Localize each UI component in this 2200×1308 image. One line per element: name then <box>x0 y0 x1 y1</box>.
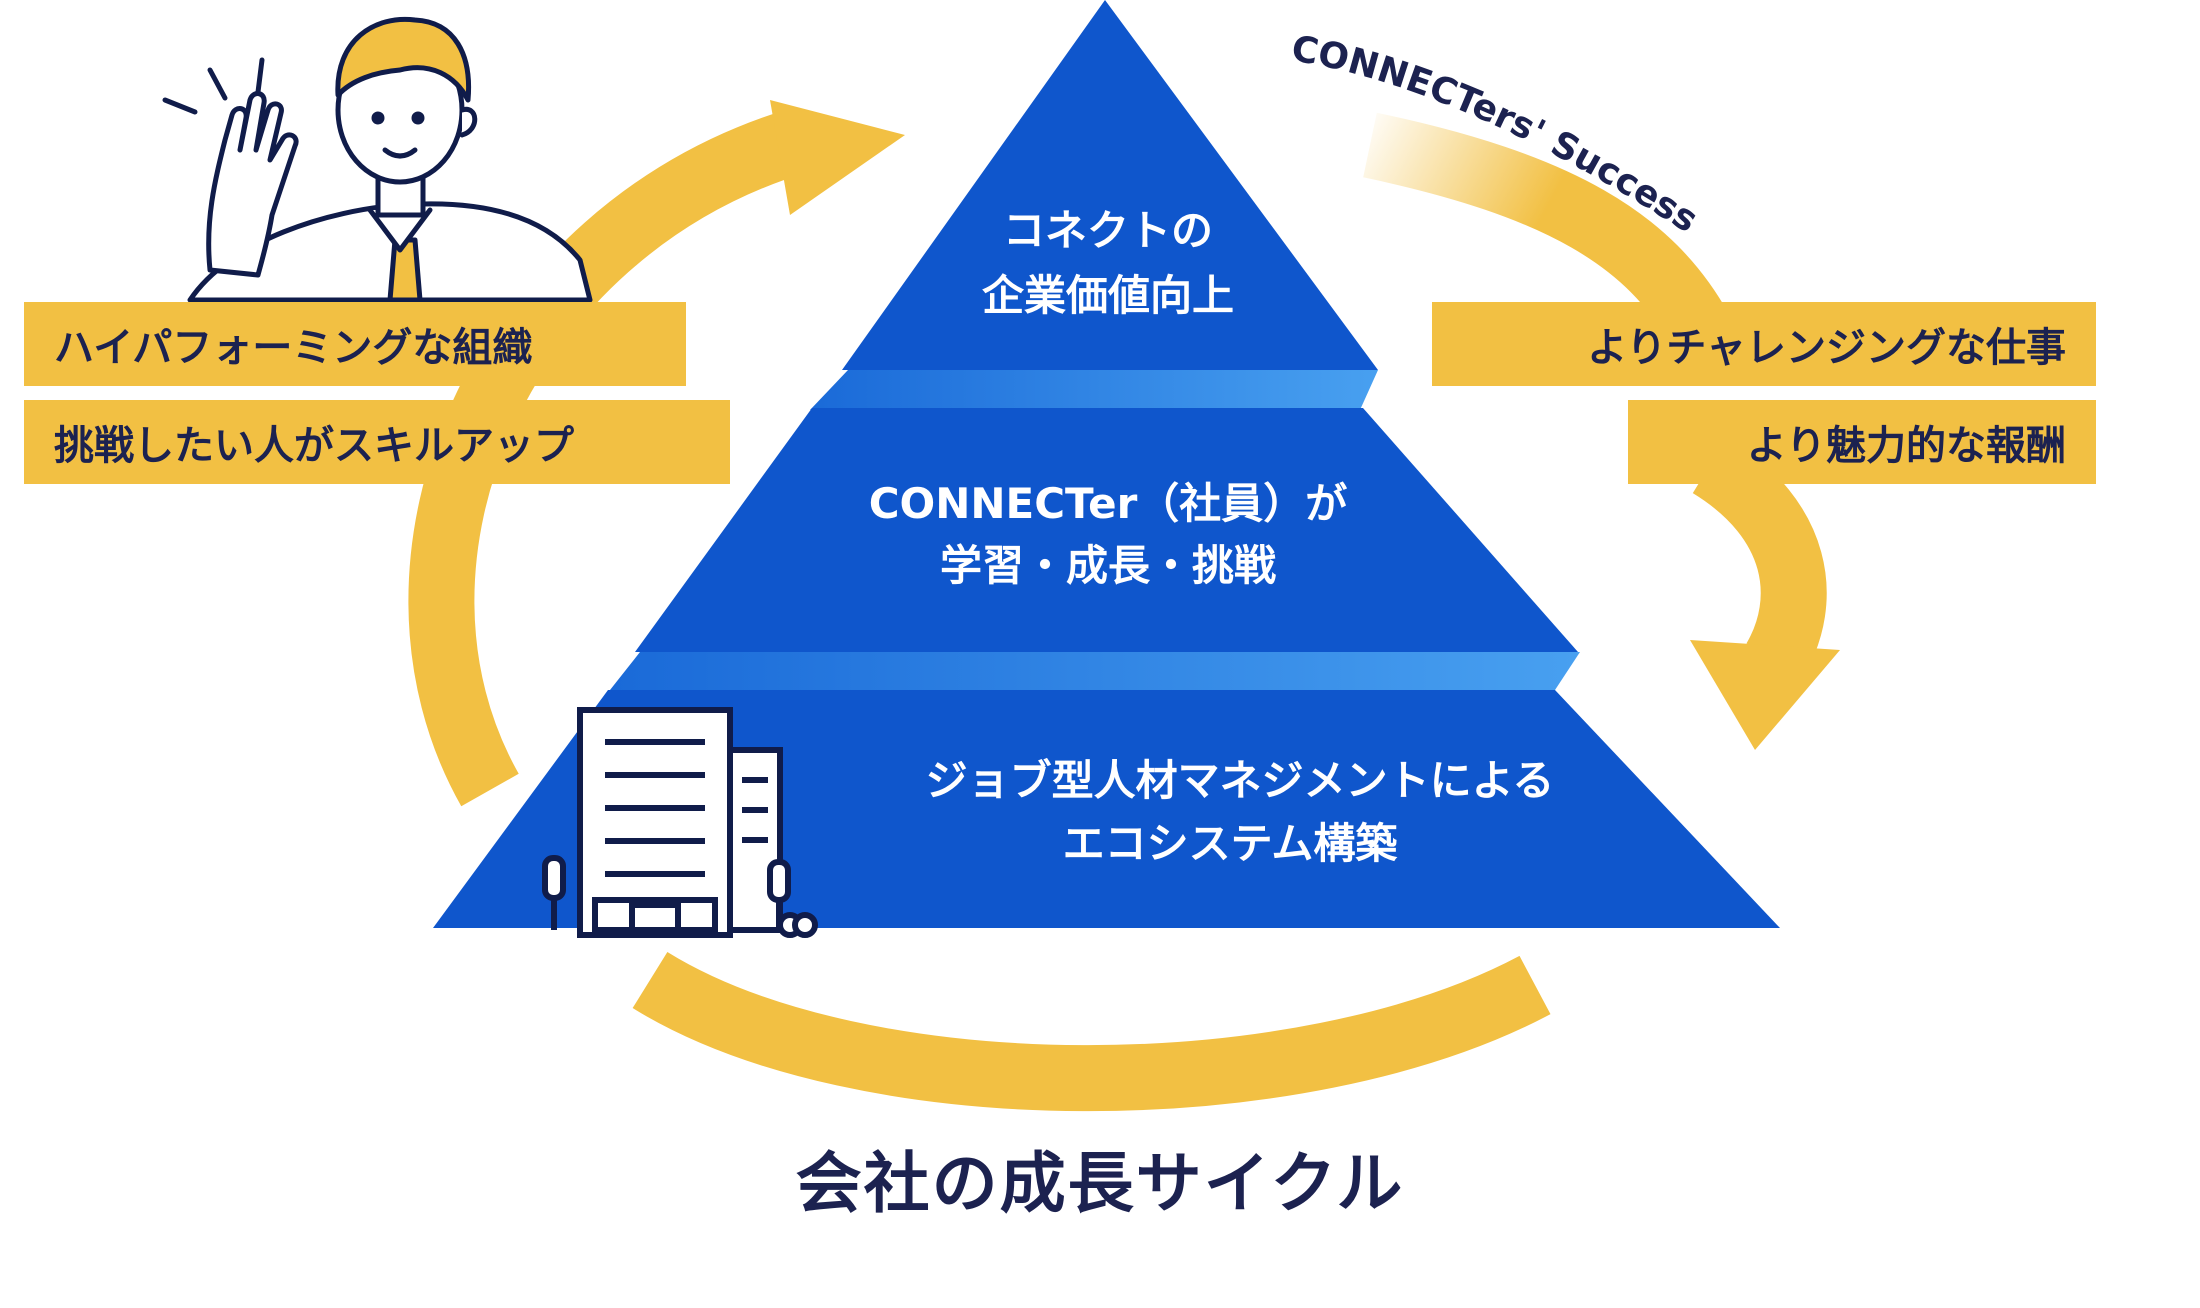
cycle-arrowhead-top <box>770 100 905 215</box>
right-label-1-text: よりチャレンジングな仕事 <box>1587 325 2066 371</box>
left-label-1-text: ハイパフォーミングな組織 <box>54 325 533 371</box>
tier-bottom-line2: エコシステム構築 <box>1063 819 1399 868</box>
left-label-2-text: 挑戦したい人がスキルアップ <box>54 423 574 469</box>
pyramid-tier-middle <box>635 408 1578 652</box>
pyramid-tier-top <box>842 0 1378 370</box>
tier-top-line1: コネクトの <box>1003 206 1213 255</box>
right-label-attractive-reward: より魅力的な報酬 <box>1628 400 2096 484</box>
left-label-high-performing-org: ハイパフォーミングな組織 <box>24 302 686 386</box>
right-label-challenging-work: よりチャレンジングな仕事 <box>1432 302 2096 386</box>
cycle-arc-bottom <box>632 951 1551 1112</box>
businessman-raising-hand-icon <box>162 16 593 303</box>
office-building-icon <box>542 707 818 938</box>
diagram-caption: 会社の成長サイクル <box>795 1145 1405 1222</box>
tier-bottom-line1: ジョブ型人材マネジメントによる <box>926 756 1555 805</box>
left-label-skill-up: 挑戦したい人がスキルアップ <box>24 400 730 484</box>
tier-connector-upper <box>810 370 1378 410</box>
cycle-arc-right-fade <box>1363 112 1729 347</box>
right-label-2-text: より魅力的な報酬 <box>1746 423 2066 469</box>
tier-middle-line1: CONNECTer（社員）が <box>869 479 1348 528</box>
cycle-arrowhead-right <box>1690 640 1840 750</box>
tier-connector-lower <box>610 652 1580 690</box>
tier-middle-line2: 学習・成長・挑戦 <box>940 541 1276 590</box>
cycle-arc-right <box>1691 436 1827 677</box>
tier-top-line2: 企業価値向上 <box>982 271 1234 320</box>
